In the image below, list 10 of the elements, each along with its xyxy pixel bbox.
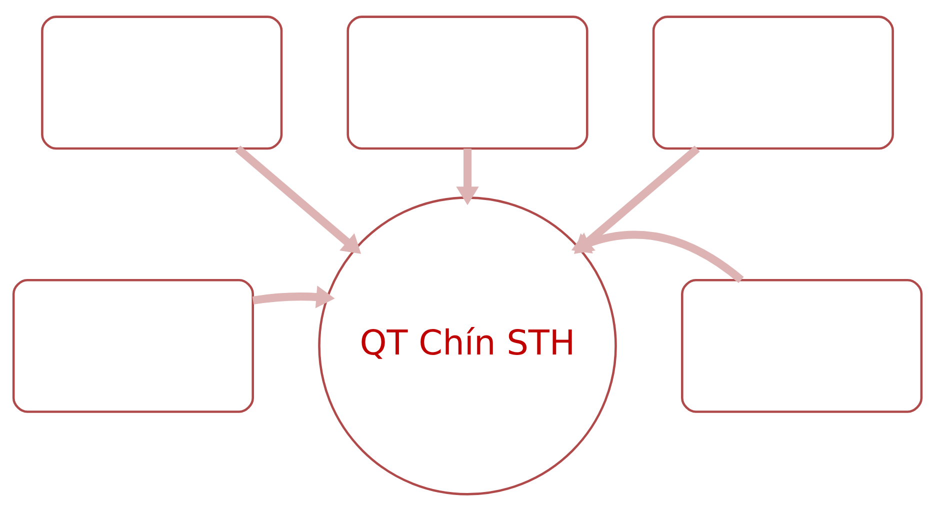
node-circle: QT Chín STH [318,196,616,495]
arrow [234,145,361,254]
arrow [570,230,744,283]
arrow [252,285,334,308]
node-box [40,15,282,150]
node-box [346,15,588,150]
node-box [652,15,894,150]
node-box [680,278,922,412]
node-box [12,278,254,412]
arrow [456,148,478,205]
